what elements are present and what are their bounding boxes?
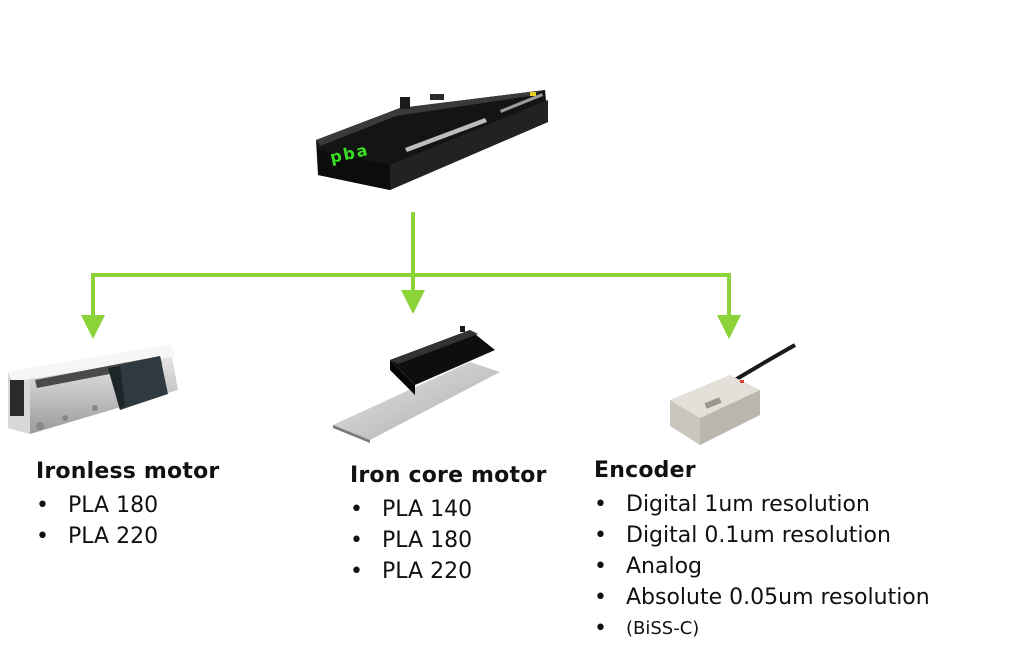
iron-core-motor-title: Iron core motor [350, 463, 547, 488]
iron-core-motor-group: Iron core motor PLA 140 PLA 180 PLA 220 [350, 463, 547, 587]
list-item: (BiSS-C) [594, 613, 930, 644]
encoder-title: Encoder [594, 458, 696, 483]
list-item: Digital 0.1um resolution [594, 520, 930, 551]
list-item: PLA 180 [350, 525, 547, 556]
encoder-list: Digital 1um resolution Digital 0.1um res… [594, 489, 930, 644]
list-item: PLA 180 [36, 490, 219, 521]
ironless-motor-title: Ironless motor [36, 459, 220, 484]
encoder-image [670, 343, 796, 445]
list-item: Absolute 0.05um resolution [594, 582, 930, 613]
list-item: PLA 220 [36, 521, 219, 552]
iron-core-motor-list: PLA 140 PLA 180 PLA 220 [350, 494, 547, 587]
linear-stage-image: pba [316, 90, 548, 190]
ironless-motor-group: Ironless motor PLA 180 PLA 220 [36, 459, 219, 552]
list-item: Analog [594, 551, 930, 582]
ironless-motor-list: PLA 180 PLA 220 [36, 490, 219, 552]
encoder-group: Encoder Digital 1um resolution Digital 0… [594, 458, 930, 644]
list-item: PLA 140 [350, 494, 547, 525]
connector-lines [81, 212, 741, 339]
list-item: PLA 220 [350, 556, 547, 587]
iron-core-motor-image [333, 326, 500, 443]
ironless-motor-image [8, 345, 178, 434]
list-item: Digital 1um resolution [594, 489, 930, 520]
